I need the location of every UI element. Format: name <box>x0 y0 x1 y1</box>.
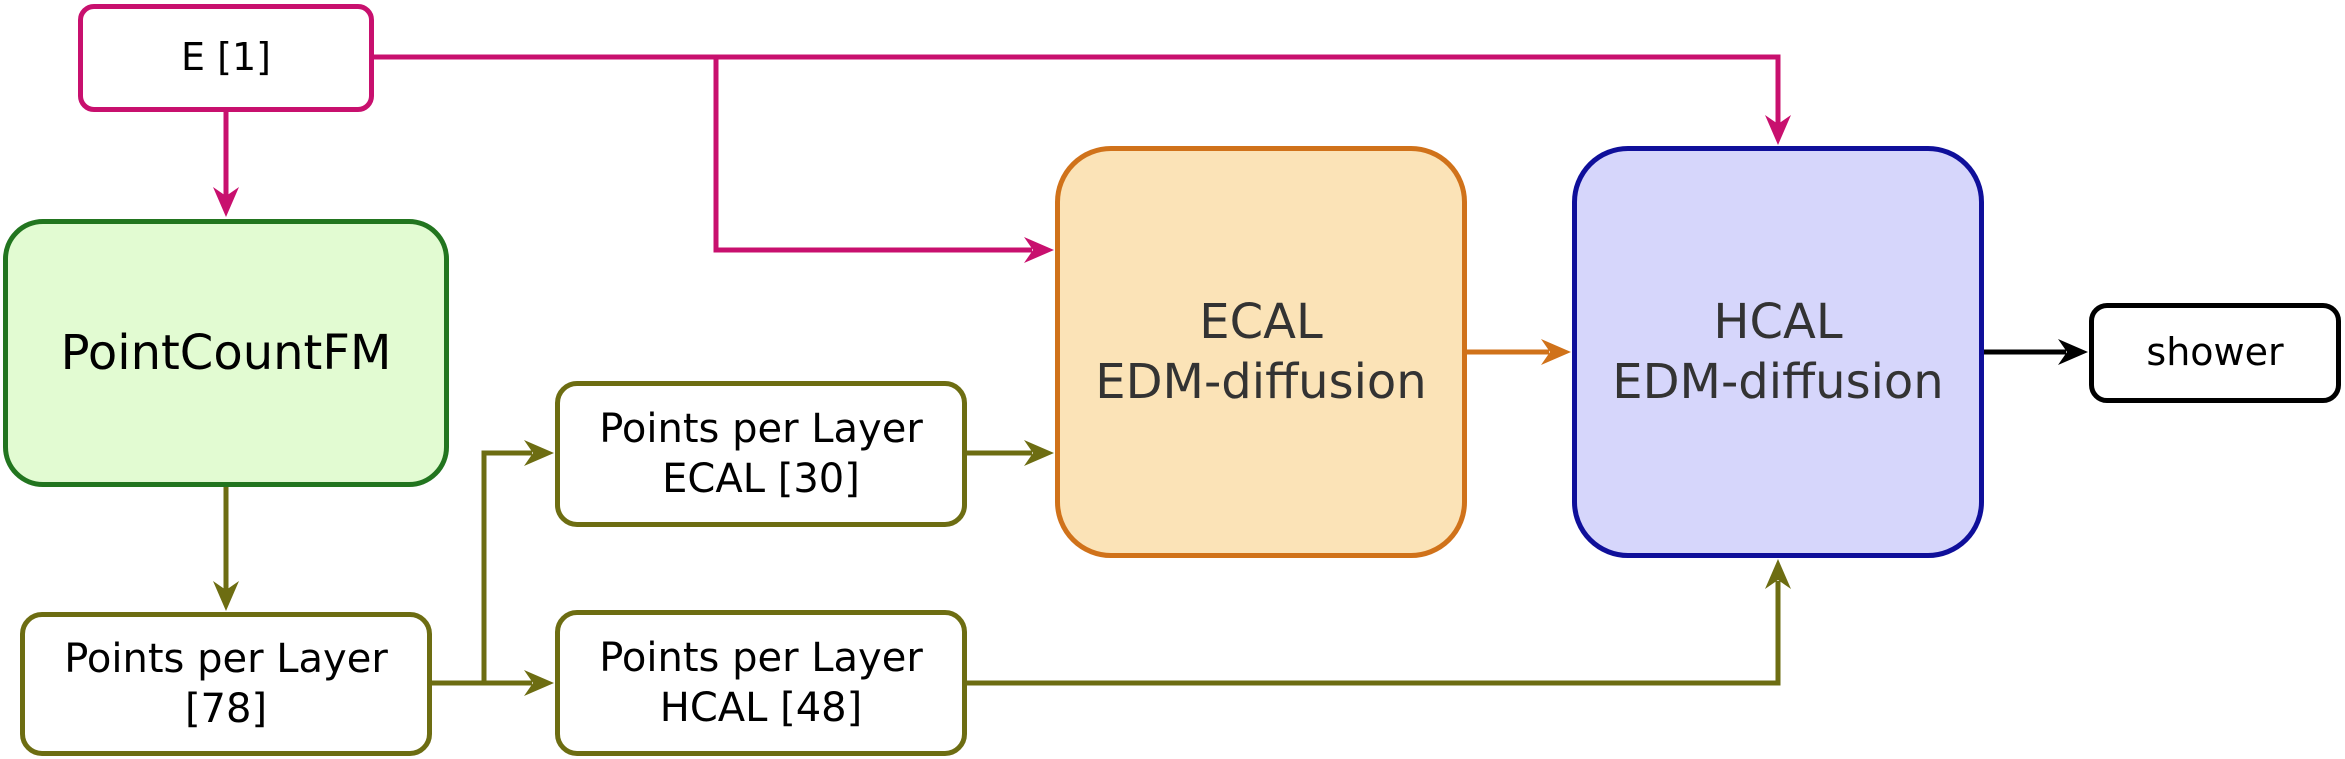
ecal-edm-diffusion-line1: ECAL <box>1199 294 1323 350</box>
edge-ppl-hcal-to-hcal <box>967 581 1781 686</box>
arrowhead-ppl-total-to-ppl-hcal <box>524 670 554 696</box>
arrowhead-energy-to-hcal <box>1765 115 1791 145</box>
edge-ppl-total-to-ppl-ecal <box>432 450 532 686</box>
arrowhead-ppl-hcal-to-hcal <box>1765 559 1791 589</box>
points-per-layer-ecal-box: Points per Layer ECAL [30] <box>555 381 967 527</box>
energy-input-box: E [1] <box>78 4 374 112</box>
energy-input-label: E [1] <box>181 35 271 80</box>
pointcount-fm-label: PointCountFM <box>60 325 392 381</box>
arrowhead-energy-to-ecal <box>1024 237 1054 263</box>
points-per-layer-hcal-line1: Points per Layer <box>599 635 923 681</box>
points-per-layer-ecal-line1: Points per Layer <box>599 406 923 452</box>
ecal-edm-diffusion-line2: EDM-diffusion <box>1095 354 1427 410</box>
arrowhead-ppl-ecal-to-ecal <box>1024 440 1054 466</box>
points-per-layer-hcal-line2: HCAL [48] <box>659 685 863 731</box>
points-per-layer-total-line2: [78] <box>184 686 268 732</box>
hcal-edm-diffusion-box: HCAL EDM-diffusion <box>1572 146 1984 558</box>
edge-energy-to-hcal <box>374 54 1781 124</box>
arrowhead-ppl-total-to-ppl-ecal <box>524 440 554 466</box>
points-per-layer-total-box: Points per Layer [78] <box>20 612 432 756</box>
shower-output-box: shower <box>2089 303 2341 403</box>
shower-output-label: shower <box>2146 330 2284 375</box>
pointcount-fm-box: PointCountFM <box>3 219 449 487</box>
edge-energy-to-ecal <box>713 57 1032 253</box>
points-per-layer-hcal-box: Points per Layer HCAL [48] <box>555 610 967 756</box>
arrowhead-hcal-to-shower <box>2058 339 2088 365</box>
arrowhead-ecal-to-hcal <box>1541 339 1571 365</box>
arrowhead-pointcount-to-ppl-total <box>213 581 239 611</box>
hcal-edm-diffusion-line1: HCAL <box>1713 294 1843 350</box>
points-per-layer-ecal-line2: ECAL [30] <box>662 456 860 502</box>
hcal-edm-diffusion-line2: EDM-diffusion <box>1612 354 1944 410</box>
points-per-layer-total-line1: Points per Layer <box>64 636 388 682</box>
ecal-edm-diffusion-box: ECAL EDM-diffusion <box>1055 146 1467 558</box>
arrowhead-energy-to-pointcount <box>213 187 239 217</box>
